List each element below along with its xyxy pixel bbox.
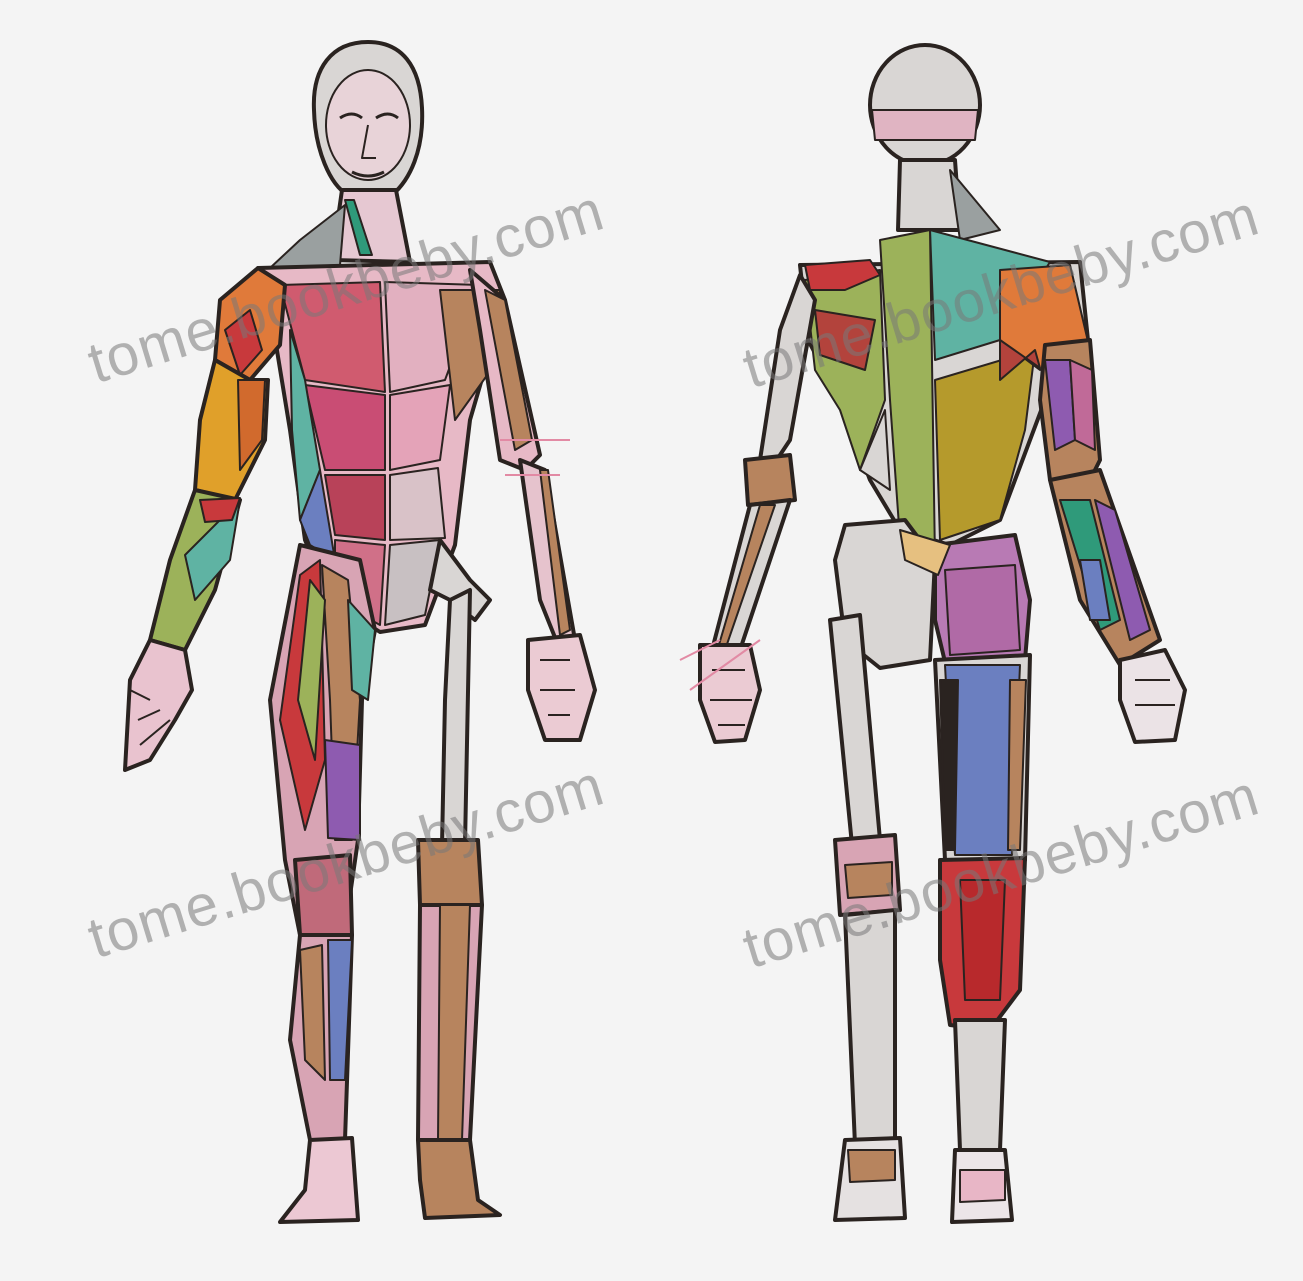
back-right-hand xyxy=(1120,650,1185,742)
front-left-femur xyxy=(442,590,470,845)
back-left-upper-arm xyxy=(760,275,815,470)
back-view-figure xyxy=(680,45,1185,1222)
front-left-knee xyxy=(418,840,482,905)
front-right-foot xyxy=(280,1138,358,1222)
back-left-elbow xyxy=(745,455,795,505)
back-head xyxy=(870,45,980,165)
front-right-knee xyxy=(295,855,352,935)
front-left-hand xyxy=(528,635,595,740)
front-left-foot xyxy=(418,1140,500,1218)
back-left-shin xyxy=(845,910,895,1145)
back-right-shin xyxy=(955,1020,1005,1150)
front-right-hand xyxy=(125,640,192,770)
back-left-hand xyxy=(700,645,760,742)
front-view-figure xyxy=(125,42,595,1222)
